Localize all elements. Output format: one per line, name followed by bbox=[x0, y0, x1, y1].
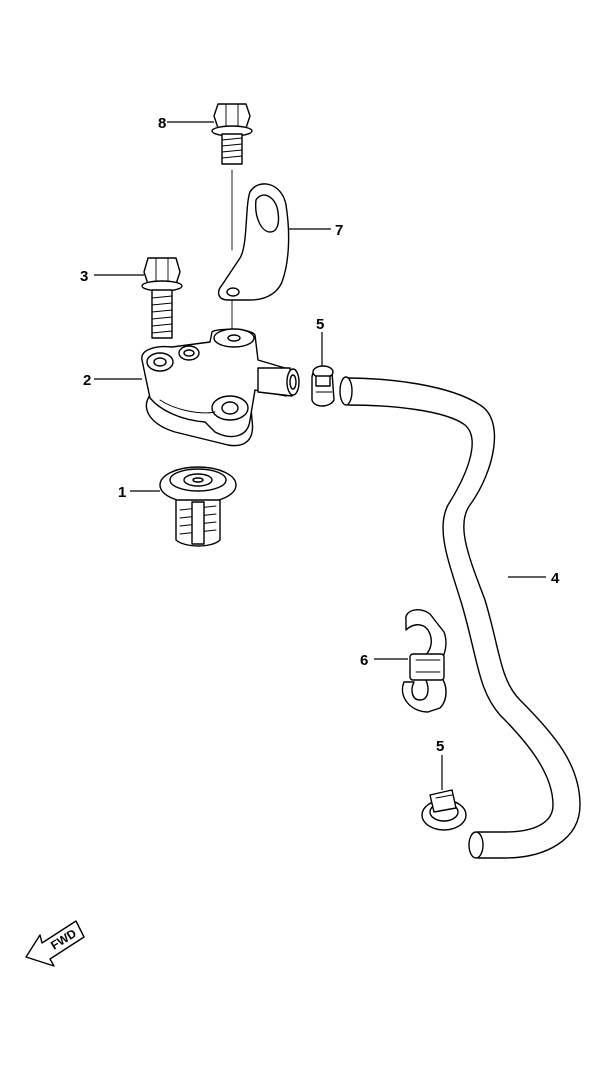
part-thermostat-1[interactable] bbox=[159, 466, 237, 547]
part-clip-5-bottom[interactable] bbox=[421, 789, 467, 831]
callout-7: 7 bbox=[335, 222, 343, 239]
part-bolt-3[interactable] bbox=[141, 257, 183, 339]
callout-6: 6 bbox=[360, 652, 368, 669]
part-housing-2[interactable] bbox=[141, 328, 300, 447]
part-bracket-7[interactable] bbox=[217, 183, 290, 301]
part-clip-5-top[interactable] bbox=[311, 365, 335, 407]
part-hose-4[interactable] bbox=[339, 376, 581, 859]
callout-3: 3 bbox=[80, 268, 88, 285]
fwd-arrow-icon: FWD bbox=[25, 920, 85, 967]
callout-1: 1 bbox=[118, 484, 126, 501]
callout-2: 2 bbox=[83, 372, 91, 389]
callout-8: 8 bbox=[158, 115, 166, 132]
callout-5-bottom: 5 bbox=[436, 738, 444, 755]
callout-4: 4 bbox=[551, 570, 560, 587]
callout-5-top: 5 bbox=[316, 316, 324, 333]
part-clamp-6[interactable] bbox=[401, 609, 447, 713]
part-bolt-8[interactable] bbox=[211, 103, 253, 165]
